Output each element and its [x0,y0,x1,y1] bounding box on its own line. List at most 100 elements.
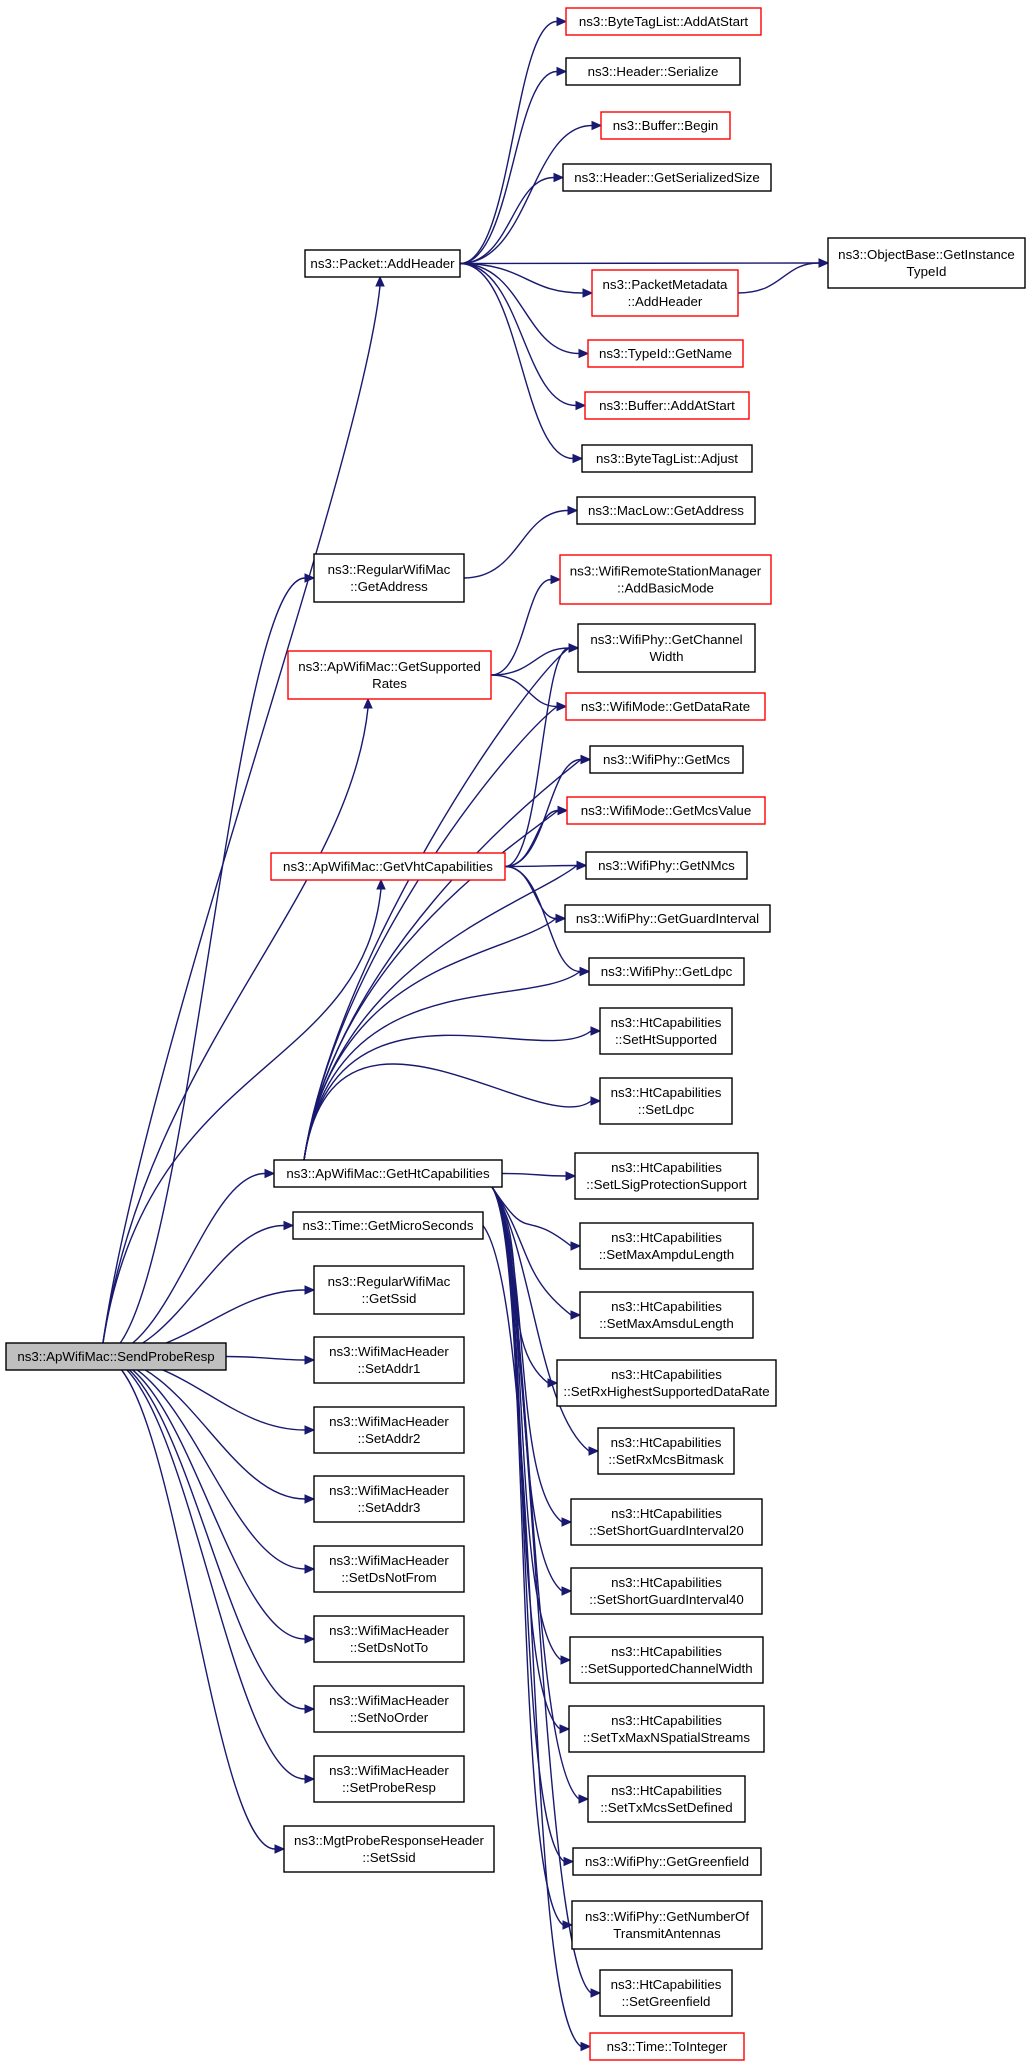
edge-line [459,70,558,265]
node-wmh_setproberesp[interactable]: ns3::WifiMacHeader::SetProbeResp [313,1755,465,1803]
node-box [565,692,766,721]
edge-arrowhead [561,1586,573,1596]
node-phy_getntxant[interactable]: ns3::WifiPhy::GetNumberOfTransmitAntenna… [571,1900,763,1950]
node-ht_setrxmcs[interactable]: ns3::HtCapabilities::SetRxMcsBitmask [597,1427,735,1475]
edge-arrowhead [590,1026,602,1036]
node-label: TransmitAntennas [613,1926,721,1941]
node-wmh_setnoorder[interactable]: ns3::WifiMacHeader::SetNoOrder [313,1685,465,1733]
node-typeid_getname[interactable]: ns3::TypeId::GetName [587,339,744,368]
node-label: ns3::HtCapabilities [611,1160,722,1175]
node-box [313,1755,465,1803]
node-wmh_setdsnotfrom[interactable]: ns3::WifiMacHeader::SetDsNotFrom [313,1545,465,1593]
node-ht_setmaxampdu[interactable]: ns3::HtCapabilities::SetMaxAmpduLength [579,1222,754,1270]
node-ht_setrxhigh[interactable]: ns3::HtCapabilities::SetRxHighestSupport… [556,1359,777,1407]
edge-ap_getht-to-ht_setht [303,1026,602,1161]
node-phy_getguard[interactable]: ns3::WifiPhy::GetGuardInterval [564,904,771,933]
node-phy_getgreen[interactable]: ns3::WifiPhy::GetGreenfield [572,1847,762,1876]
node-wmh_setaddr1[interactable]: ns3::WifiMacHeader::SetAddr1 [313,1336,465,1384]
node-pktmeta_addheader[interactable]: ns3::PacketMetadata::AddHeader [591,269,739,317]
node-phy_getmcs[interactable]: ns3::WifiPhy::GetMcs [589,745,744,774]
edge-line [459,262,584,294]
node-label: ns3::ApWifiMac::SendProbeResp [17,1349,214,1364]
edge-arrowhead [568,643,580,653]
node-btl_adjust[interactable]: ns3::ByteTagList::Adjust [581,444,753,473]
node-phy_getldpc[interactable]: ns3::WifiPhy::GetLdpc [588,957,745,986]
node-box [313,1475,465,1523]
node-mode_getmcsval[interactable]: ns3::WifiMode::GetMcsValue [566,796,766,825]
node-box [585,851,748,880]
node-box [576,496,756,525]
node-maclow_getaddr[interactable]: ns3::MacLow::GetAddress [576,496,756,525]
edge-line [491,1186,572,1247]
node-label: ns3::WifiMacHeader [329,1414,449,1429]
node-ht_settxmcsdef[interactable]: ns3::HtCapabilities::SetTxMcsSetDefined [587,1775,746,1823]
edge-ap_getht-to-ht_setldpc [303,1063,602,1161]
edge-arrowhead [304,1425,316,1435]
node-label: ns3::TypeId::GetName [599,346,732,361]
node-ht_setlsig[interactable]: ns3::HtCapabilities::SetLSigProtectionSu… [574,1152,759,1200]
edge-line [100,707,369,1357]
node-label: ns3::WifiMacHeader [329,1483,449,1498]
node-rwm_getaddr[interactable]: ns3::RegularWifiMac::GetAddress [313,553,465,603]
node-ht_settxmaxnss[interactable]: ns3::HtCapabilities::SetTxMaxNSpatialStr… [568,1705,765,1753]
node-box [589,745,744,774]
node-label: ns3::WifiPhy::GetChannel [590,632,742,647]
edge-arrowhead [570,1310,582,1320]
edge-arrowhead [575,400,587,411]
node-label: ns3::WifiMacHeader [329,1344,449,1359]
node-ht_setht[interactable]: ns3::HtCapabilities::SetHtSupported [599,1007,733,1055]
node-box [588,957,745,986]
edge-line [100,1172,266,1358]
node-wmh_setdsnotto[interactable]: ns3::WifiMacHeader::SetDsNotTo [313,1615,465,1663]
node-hdr_getsersize[interactable]: ns3::Header::GetSerializedSize [562,163,772,192]
edge-line [490,578,552,676]
edge-line [303,647,570,1161]
edge-root-to-wmh_setdsnotto [100,1355,316,1644]
node-label: ns3::RegularWifiMac [328,1274,451,1289]
node-ap_getvht[interactable]: ns3::ApWifiMac::GetVhtCapabilities [270,852,506,881]
node-box [313,1685,465,1733]
node-label: ns3::Header::Serialize [588,64,719,79]
node-wmh_setaddr2[interactable]: ns3::WifiMacHeader::SetAddr2 [313,1406,465,1454]
node-label: ns3::WifiPhy::GetNumberOf [585,1909,749,1924]
edge-ap_getht-to-phy_getguard [303,913,567,1161]
node-ht_setgreen[interactable]: ns3::HtCapabilities::SetGreenfield [599,1969,733,2017]
node-btl_addatstart[interactable]: ns3::ByteTagList::AddAtStart [565,7,762,36]
edge-addheader-to-typeid_getname [459,262,590,359]
node-ap_getht[interactable]: ns3::ApWifiMac::GetHtCapabilities [273,1159,503,1188]
edge-root-to-ap_getsuprates [100,697,373,1357]
node-box [599,1969,733,2017]
edge-arrowhead [567,505,579,516]
node-buf_addatstart[interactable]: ns3::Buffer::AddAtStart [584,391,750,420]
node-box [591,269,739,317]
node-label: ns3::WifiMacHeader [329,1693,449,1708]
node-addheader[interactable]: ns3::Packet::AddHeader [304,249,461,278]
node-time_getmicro[interactable]: ns3::Time::GetMicroSeconds [292,1211,484,1240]
node-root[interactable]: ns3::ApWifiMac::SendProbeResp [5,1342,227,1371]
edge-arrowhead [553,172,565,183]
node-label: ns3::HtCapabilities [611,1575,722,1590]
edge-line [504,864,578,868]
node-label: ns3::WifiMacHeader [329,1623,449,1638]
node-ht_setsupchw[interactable]: ns3::HtCapabilities::SetSupportedChannel… [569,1636,764,1684]
node-wmh_setaddr3[interactable]: ns3::WifiMacHeader::SetAddr3 [313,1475,465,1523]
node-rwm_getssid[interactable]: ns3::RegularWifiMac::GetSsid [313,1265,465,1315]
node-buf_begin[interactable]: ns3::Buffer::Begin [600,111,731,140]
node-ht_setldpc[interactable]: ns3::HtCapabilities::SetLdpc [599,1077,733,1125]
node-ht_setsgi20[interactable]: ns3::HtCapabilities::SetShortGuardInterv… [570,1498,763,1546]
node-time_tointeger[interactable]: ns3::Time::ToInteger [589,2032,745,2061]
edge-arrowhead [556,701,568,712]
node-ht_setmaxamsdu[interactable]: ns3::HtCapabilities::SetMaxAmsduLength [579,1291,754,1339]
node-label: ns3::HtCapabilities [611,1713,722,1728]
node-box [597,1427,735,1475]
node-mprh_setssid[interactable]: ns3::MgtProbeResponseHeader::SetSsid [283,1825,495,1873]
node-mode_getdatarate[interactable]: ns3::WifiMode::GetDataRate [565,692,766,721]
node-ht_setsgi40[interactable]: ns3::HtCapabilities::SetShortGuardInterv… [570,1567,763,1615]
node-phy_getnmcs[interactable]: ns3::WifiPhy::GetNMcs [585,851,748,880]
node-wrsm_addbasic[interactable]: ns3::WifiRemoteStationManager::AddBasicM… [559,554,772,605]
edge-arrowhead [562,1920,574,1930]
node-hdr_serialize[interactable]: ns3::Header::Serialize [565,57,741,86]
